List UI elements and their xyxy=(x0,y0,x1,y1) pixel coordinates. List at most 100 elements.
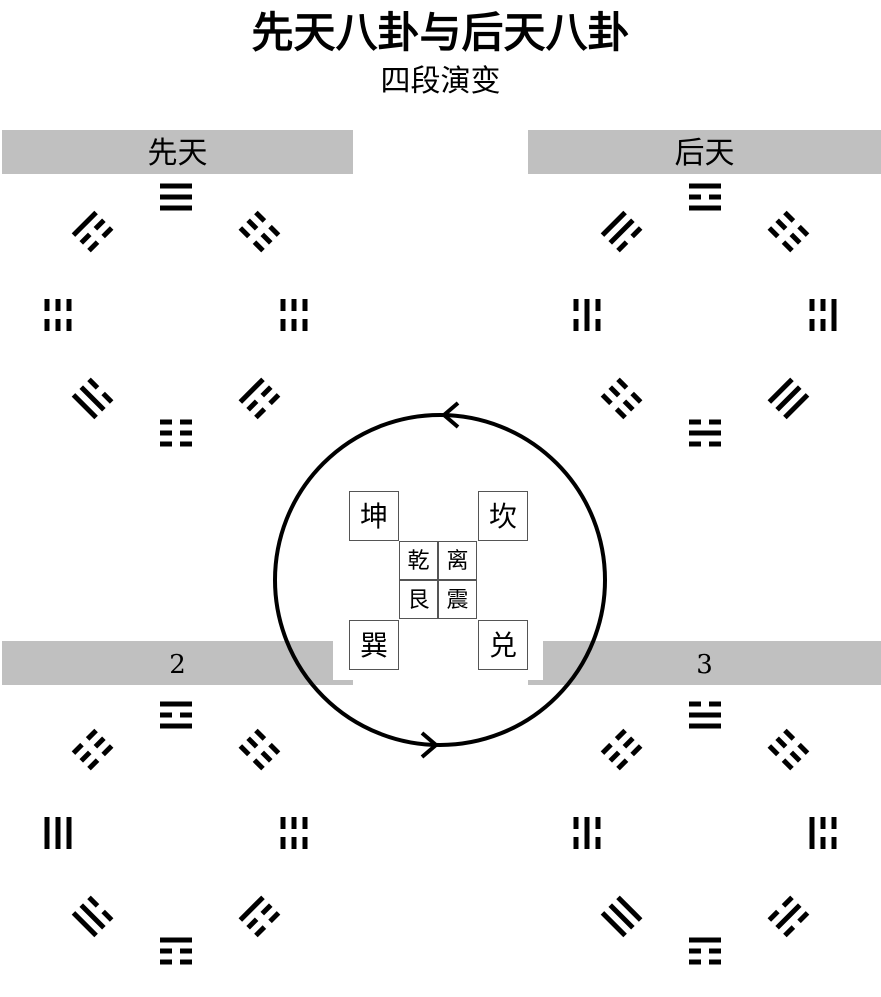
yao-line xyxy=(797,224,810,237)
yao-line xyxy=(608,218,635,245)
trigram-0-top xyxy=(160,183,192,211)
yao-line xyxy=(820,299,826,311)
yao-line xyxy=(616,377,629,390)
yao-line xyxy=(246,218,259,231)
yao-line xyxy=(160,948,172,954)
yao-line xyxy=(291,319,297,331)
yao-line xyxy=(573,299,579,311)
yao-line xyxy=(709,194,721,200)
yao-line xyxy=(254,210,267,223)
page-title: 先天八卦与后天八卦 xyxy=(251,8,630,57)
yao-line xyxy=(268,742,281,755)
yao-line xyxy=(85,728,98,741)
trigram-1-left xyxy=(573,299,601,331)
yao-line xyxy=(291,837,297,849)
yao-line xyxy=(302,319,308,331)
yao-line xyxy=(302,299,308,311)
yao-line xyxy=(600,210,627,237)
panel-label-2: 2 xyxy=(2,641,353,685)
yao-line xyxy=(66,817,72,849)
yao-line xyxy=(689,948,701,954)
yao-line xyxy=(71,210,98,237)
yao-line xyxy=(160,959,172,965)
trigram-0-top_left xyxy=(71,210,114,253)
yao-line xyxy=(87,895,100,908)
yao-line xyxy=(302,837,308,849)
yao-line xyxy=(789,232,802,245)
trigram-3-top xyxy=(689,701,721,729)
yao-line xyxy=(71,742,84,755)
yao-line xyxy=(630,744,643,757)
yao-line xyxy=(79,232,92,245)
panel-label-xiantian: 先天 xyxy=(2,130,353,174)
yao-line xyxy=(775,736,788,749)
yao-line xyxy=(79,903,106,930)
yao-line xyxy=(789,750,802,763)
yao-line xyxy=(595,299,601,311)
yao-line xyxy=(44,319,50,331)
trigram-0-bottom_left xyxy=(71,377,114,420)
yao-line xyxy=(689,430,721,436)
trigram-1-bottom_left xyxy=(600,377,643,420)
trigram-1-top_left xyxy=(600,210,643,253)
trigram-3-bottom xyxy=(689,937,721,965)
yao-line xyxy=(775,903,802,930)
trigram-2-right xyxy=(280,817,308,849)
yao-line xyxy=(160,205,192,211)
yao-line xyxy=(820,319,826,331)
center-inner-qian: 乾 xyxy=(399,541,438,580)
center-inner-li: 离 xyxy=(438,541,477,580)
trigram-3-top_left xyxy=(600,728,643,771)
yao-line xyxy=(573,319,579,331)
trigram-1-right xyxy=(809,299,837,331)
yao-line xyxy=(79,385,106,412)
yao-line xyxy=(783,393,810,420)
yao-line xyxy=(160,712,172,718)
yao-line xyxy=(160,194,192,200)
yao-line xyxy=(600,393,613,406)
yao-line xyxy=(595,319,601,331)
yao-line xyxy=(254,407,267,420)
yao-line xyxy=(831,299,837,331)
yao-line xyxy=(268,911,281,924)
yao-line xyxy=(689,937,721,943)
yao-line xyxy=(689,701,701,707)
yao-line xyxy=(584,817,590,849)
yao-line xyxy=(783,728,796,741)
yao-line xyxy=(614,728,627,741)
trigram-1-top xyxy=(689,183,721,211)
yao-line xyxy=(584,299,590,331)
yao-line xyxy=(87,758,100,771)
yao-line xyxy=(783,925,796,938)
yao-line xyxy=(573,817,579,829)
yao-line xyxy=(254,925,267,938)
yao-line xyxy=(291,299,297,311)
yao-line xyxy=(160,183,192,189)
yao-line xyxy=(775,385,802,412)
yao-line xyxy=(101,744,114,757)
center-corner-xun: 巽 xyxy=(349,620,399,670)
yao-line xyxy=(616,240,629,253)
yao-line xyxy=(260,232,273,245)
yao-line xyxy=(252,758,265,771)
yao-line xyxy=(831,817,837,829)
yao-line xyxy=(180,712,192,718)
yao-line xyxy=(820,837,826,849)
yao-line xyxy=(831,837,837,849)
yao-line xyxy=(797,911,810,924)
trigram-3-left xyxy=(573,817,601,849)
yao-line xyxy=(709,959,721,965)
yao-line xyxy=(79,750,92,763)
yao-line xyxy=(616,758,629,771)
yao-line xyxy=(238,744,251,757)
yao-line xyxy=(600,911,627,938)
page-subtitle: 四段演变 xyxy=(380,64,501,99)
yao-line xyxy=(280,319,286,331)
yao-line xyxy=(55,817,61,849)
yao-line xyxy=(630,226,643,239)
yao-line xyxy=(302,817,308,829)
yao-line xyxy=(160,441,172,447)
trigram-0-top_right xyxy=(238,210,281,253)
yao-line xyxy=(280,299,286,311)
yao-line xyxy=(709,701,721,707)
